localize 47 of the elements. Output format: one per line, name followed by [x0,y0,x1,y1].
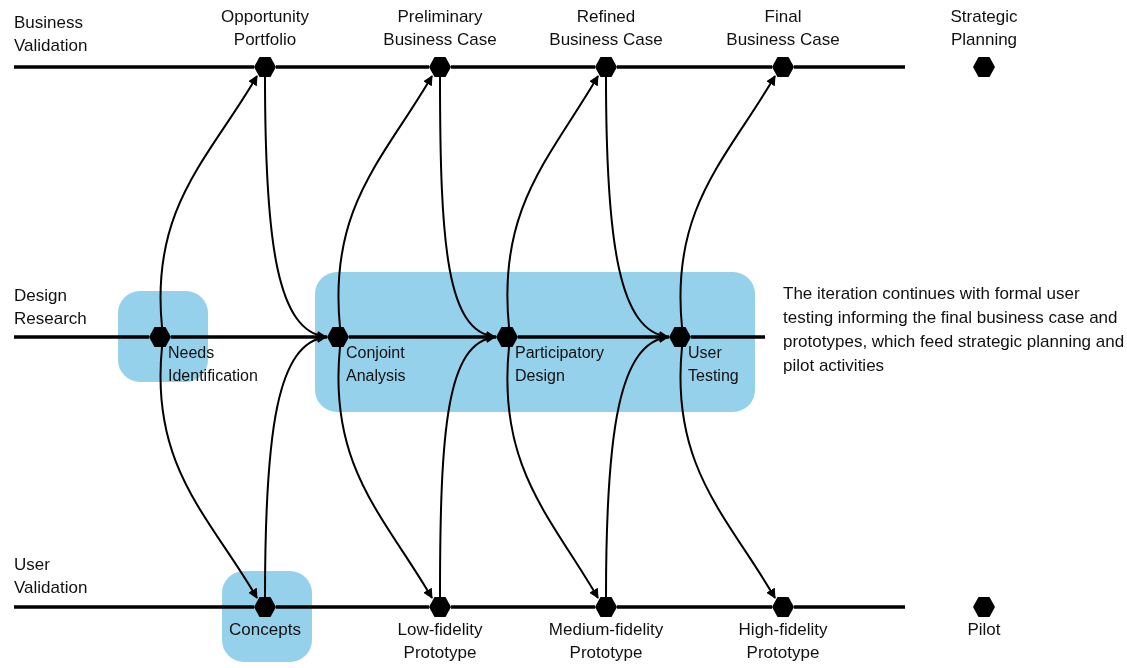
connector-line [276,605,429,609]
node-label: High-fidelity Prototype [737,619,829,664]
connector-line [617,605,772,609]
curved-arrow [337,75,433,328]
curved-arrow [679,346,776,599]
connector-line [451,605,595,609]
curved-arrow [605,76,669,340]
connector-line [14,605,254,609]
connector-line [14,335,149,339]
curved-arrow [506,75,599,328]
lane-label: User Validation [14,554,88,599]
connector-line [14,65,254,69]
lane-label: Design Research [14,285,87,330]
highlight-region [222,571,312,662]
curved-arrow [159,346,258,599]
node-label: Pilot [966,619,1002,641]
curved-arrow [439,334,496,598]
curved-arrow [506,346,599,599]
node-label: Opportunity Portfolio [220,6,310,51]
node-label: Preliminary Business Case [382,6,498,51]
connector-line [794,65,905,69]
node-label: Low-fidelity Prototype [396,619,484,664]
connector-line [349,335,496,339]
curved-arrow [264,334,327,598]
node-label: Medium-fidelity Prototype [547,619,665,664]
connector-line [794,605,905,609]
node-label: Final Business Case [725,6,841,51]
note-text: The iteration continues with formal user testing informing the final business case and prototypes, which feed strategic planning and pilot activities [783,283,1126,377]
highlight-region [315,272,755,412]
node-label: Needs Identification [168,343,258,386]
connector-line [691,335,765,339]
node-label: User Testing [688,343,739,386]
node-label: Strategic Planning [949,6,1019,51]
connector-line [451,65,595,69]
curved-arrow [159,75,258,328]
connector-line [276,65,429,69]
connector-line [171,335,327,339]
node-label: Concepts [228,619,302,641]
curved-arrow [679,75,776,328]
connector-line [617,65,772,69]
node-label: Refined Business Case [548,6,664,51]
connector-line [518,335,669,339]
lane-label: Business Validation [14,12,88,57]
node-label: Participatory Design [515,343,604,386]
curved-arrow [337,346,433,599]
curved-arrow [605,334,669,598]
node-label: Conjoint Analysis [346,343,406,386]
